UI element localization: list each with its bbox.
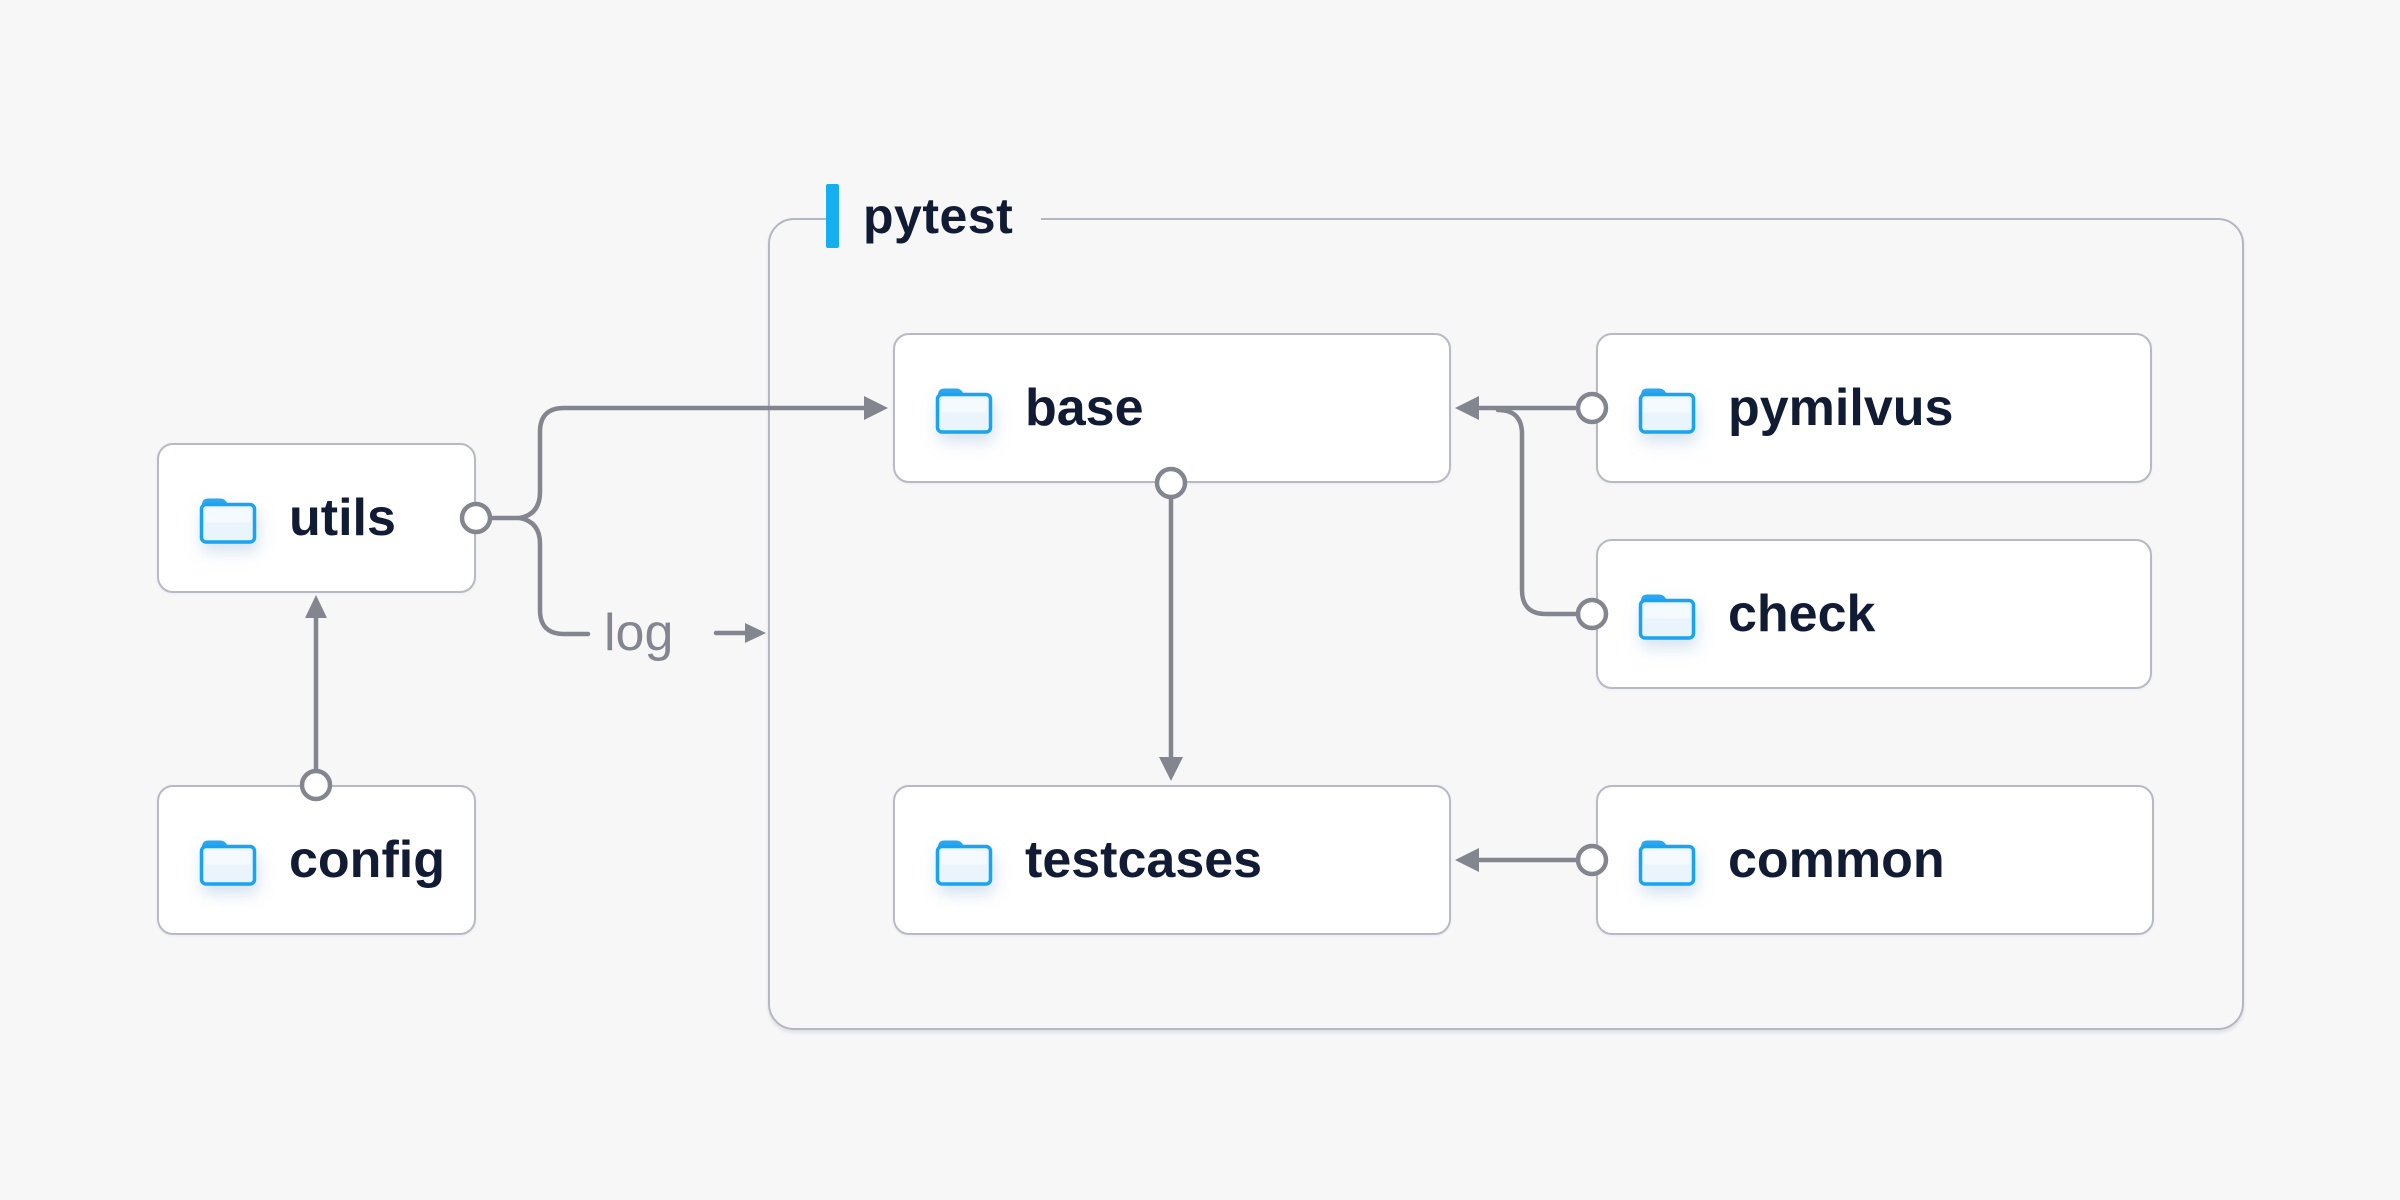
folder-icon bbox=[933, 382, 995, 434]
folder-icon bbox=[197, 492, 259, 544]
folder-icon bbox=[1636, 834, 1698, 886]
pytest-group-label: pytest bbox=[826, 183, 1042, 249]
accent-bar bbox=[826, 184, 839, 248]
folder-icon bbox=[197, 834, 259, 886]
node-label: common bbox=[1728, 831, 1945, 889]
folder-icon bbox=[1636, 588, 1698, 640]
node-pymilvus: pymilvus bbox=[1596, 333, 2152, 483]
pytest-group-title: pytest bbox=[863, 188, 1014, 244]
edge-label-log: log bbox=[604, 604, 674, 662]
folder-icon bbox=[933, 834, 995, 886]
arrowhead-up bbox=[305, 595, 327, 618]
node-config: config bbox=[157, 785, 476, 935]
node-base: base bbox=[893, 333, 1451, 483]
node-label: testcases bbox=[1025, 831, 1263, 889]
node-label: base bbox=[1025, 379, 1144, 437]
node-utils: utils bbox=[157, 443, 476, 593]
node-label: pymilvus bbox=[1728, 379, 1954, 437]
pytest-group-container bbox=[768, 218, 2244, 1030]
node-check: check bbox=[1596, 539, 2152, 689]
edge-config-utils bbox=[299, 595, 333, 802]
node-label: utils bbox=[289, 489, 396, 547]
arrowhead-right-small bbox=[745, 623, 766, 643]
folder-icon bbox=[1636, 382, 1698, 434]
node-label: check bbox=[1728, 585, 1876, 643]
node-testcases: testcases bbox=[893, 785, 1451, 935]
node-label: config bbox=[289, 831, 445, 889]
node-common: common bbox=[1596, 785, 2154, 935]
